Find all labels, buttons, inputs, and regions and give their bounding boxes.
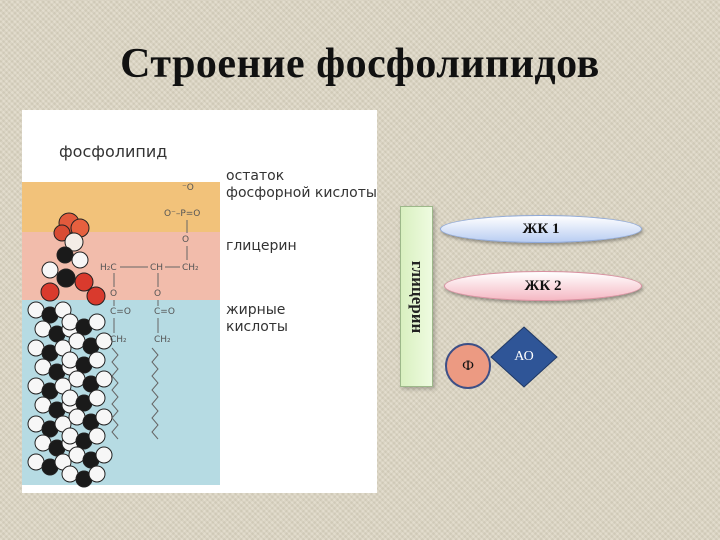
- phosphate-label: остаток фосфорной кислоты: [226, 168, 377, 201]
- phosphate-circle: Ф: [445, 343, 491, 389]
- atom: [95, 370, 113, 388]
- phospholipid-figure: фосфолипид остаток фосфорной кислоты гли…: [22, 110, 377, 493]
- formula-o2: O: [154, 289, 161, 299]
- formula-c2: C=O: [154, 307, 175, 317]
- fatty-acid-2: ЖК 2: [444, 271, 642, 301]
- atom: [88, 427, 106, 445]
- amino-alcohol-diamond: АО: [490, 326, 558, 388]
- atom: [95, 446, 113, 464]
- formula-o-p: O⁻–P=O: [164, 209, 200, 219]
- formula-o1: O: [110, 289, 117, 299]
- structural-formula: ⁻O O⁻–P=O O H₂C CH CH₂ O O C=O C=O CH₂ C…: [27, 183, 200, 488]
- formula-o-minus: ⁻O: [182, 183, 194, 193]
- glycerol-bar-label: глицерин: [407, 260, 427, 333]
- zigzag-chain-2: [151, 347, 159, 440]
- diamond-shape: [490, 326, 558, 388]
- formula-o-top: O: [182, 235, 189, 245]
- figure-title: фосфолипид: [59, 142, 168, 161]
- formula-bonds: [113, 220, 188, 333]
- formula-ch2b: CH₂: [154, 335, 171, 345]
- space-filling-model: [40, 212, 106, 306]
- atom: [88, 313, 106, 331]
- glycerol-bar: глицерин: [400, 206, 433, 387]
- atom: [88, 389, 106, 407]
- amino-alcohol-label: АО: [514, 349, 534, 364]
- fatty-acids-label: жирные кислоты: [226, 302, 288, 335]
- formula-ch: CH: [150, 263, 163, 273]
- fatty-acid-1: ЖК 1: [440, 215, 642, 243]
- label-area: [220, 182, 377, 485]
- atom: [95, 408, 113, 426]
- formula-ch2a: CH₂: [110, 335, 127, 345]
- fatty-chain-right: [61, 313, 113, 488]
- formula-h2c: H₂C: [100, 263, 117, 273]
- zigzag-chain-1: [111, 347, 119, 440]
- glycerol-label: глицерин: [226, 238, 297, 254]
- atom: [88, 465, 106, 483]
- atom: [95, 332, 113, 350]
- slide-title: Строение фосфолипидов: [120, 41, 600, 87]
- atom: [88, 351, 106, 369]
- formula-ch2: CH₂: [182, 263, 199, 273]
- formula-c1: C=O: [110, 307, 131, 317]
